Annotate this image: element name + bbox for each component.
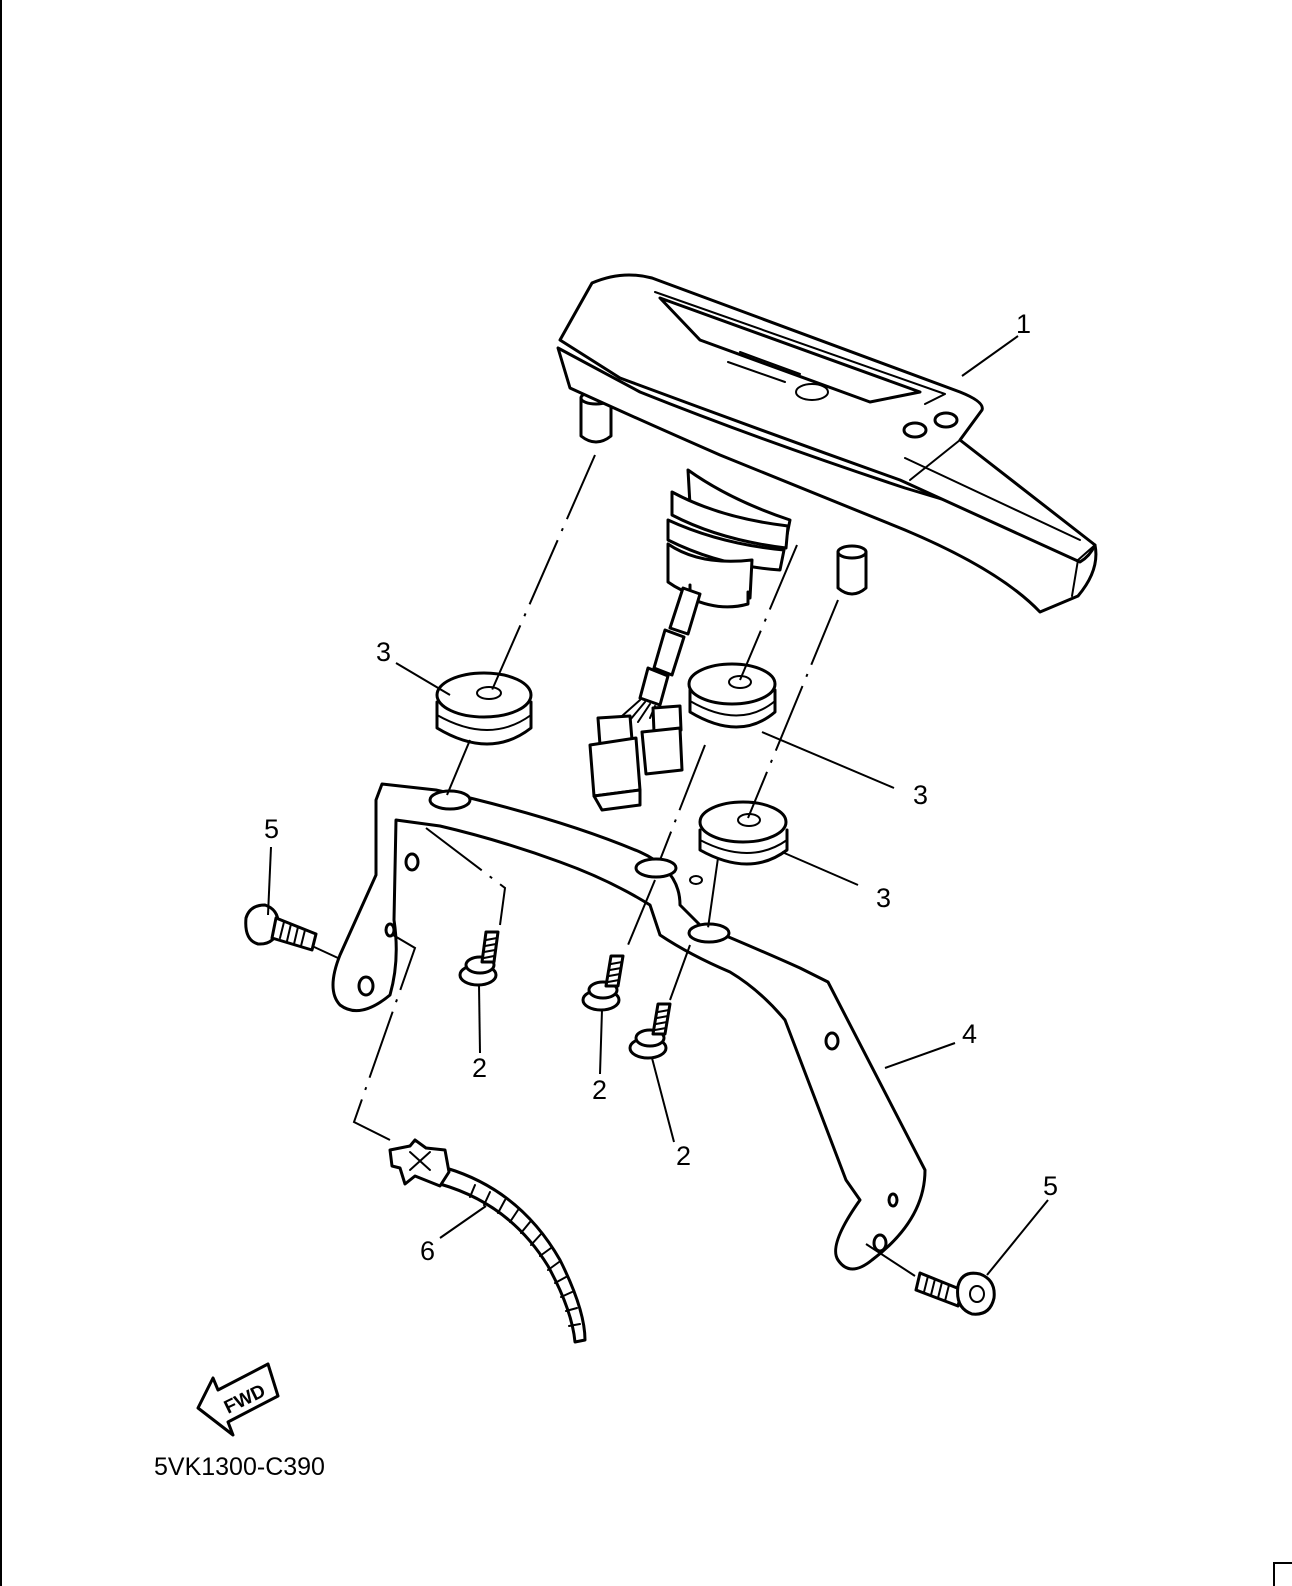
callout-6: 6 bbox=[420, 1236, 435, 1266]
callout-2-right: 2 bbox=[676, 1141, 691, 1171]
callout-2-middle: 2 bbox=[592, 1075, 607, 1105]
screw-1 bbox=[458, 930, 500, 987]
leader-lines bbox=[267, 335, 1049, 1276]
callout-4: 4 bbox=[962, 1019, 977, 1049]
connector-1 bbox=[588, 714, 642, 812]
meter-assembly bbox=[556, 273, 1098, 614]
callout-labels: 1 2 2 2 3 3 3 4 5 5 6 bbox=[264, 309, 1058, 1266]
meter-housing-lower bbox=[556, 346, 1098, 614]
callout-5-right: 5 bbox=[1043, 1171, 1058, 1201]
damper-left bbox=[435, 671, 533, 746]
left-border-line bbox=[0, 0, 2, 1586]
bolt-right bbox=[914, 1271, 996, 1316]
fwd-arrow: FWD bbox=[196, 1362, 280, 1437]
bolt-left bbox=[244, 903, 318, 952]
meter-socket bbox=[666, 468, 792, 609]
meter-knob-2 bbox=[933, 411, 959, 429]
assembly-lines bbox=[311, 454, 916, 1277]
callout-3-right-upper: 3 bbox=[913, 780, 928, 810]
meter-display-window bbox=[658, 296, 922, 404]
damper-right-lower bbox=[698, 800, 789, 866]
connector-2 bbox=[640, 704, 684, 776]
diagram-code: 5VK1300-C390 bbox=[154, 1453, 325, 1481]
callout-3-left: 3 bbox=[376, 637, 391, 667]
wire-harness bbox=[588, 586, 702, 812]
screw-3 bbox=[628, 1002, 672, 1060]
corner-crop-mark bbox=[1273, 1562, 1292, 1586]
screw-2 bbox=[581, 954, 625, 1012]
bracket-holes bbox=[357, 789, 899, 1253]
callout-5-left: 5 bbox=[264, 814, 279, 844]
meter-stud-right bbox=[836, 544, 868, 596]
cable-tie bbox=[388, 1138, 587, 1344]
callout-1: 1 bbox=[1016, 309, 1031, 339]
callout-3-right-lower: 3 bbox=[876, 883, 891, 913]
callout-2-left: 2 bbox=[472, 1053, 487, 1083]
meter-housing-top bbox=[558, 273, 1097, 564]
damper-right-upper bbox=[687, 662, 777, 729]
meter-knob-1 bbox=[902, 421, 928, 439]
meter-bracket bbox=[331, 782, 927, 1271]
